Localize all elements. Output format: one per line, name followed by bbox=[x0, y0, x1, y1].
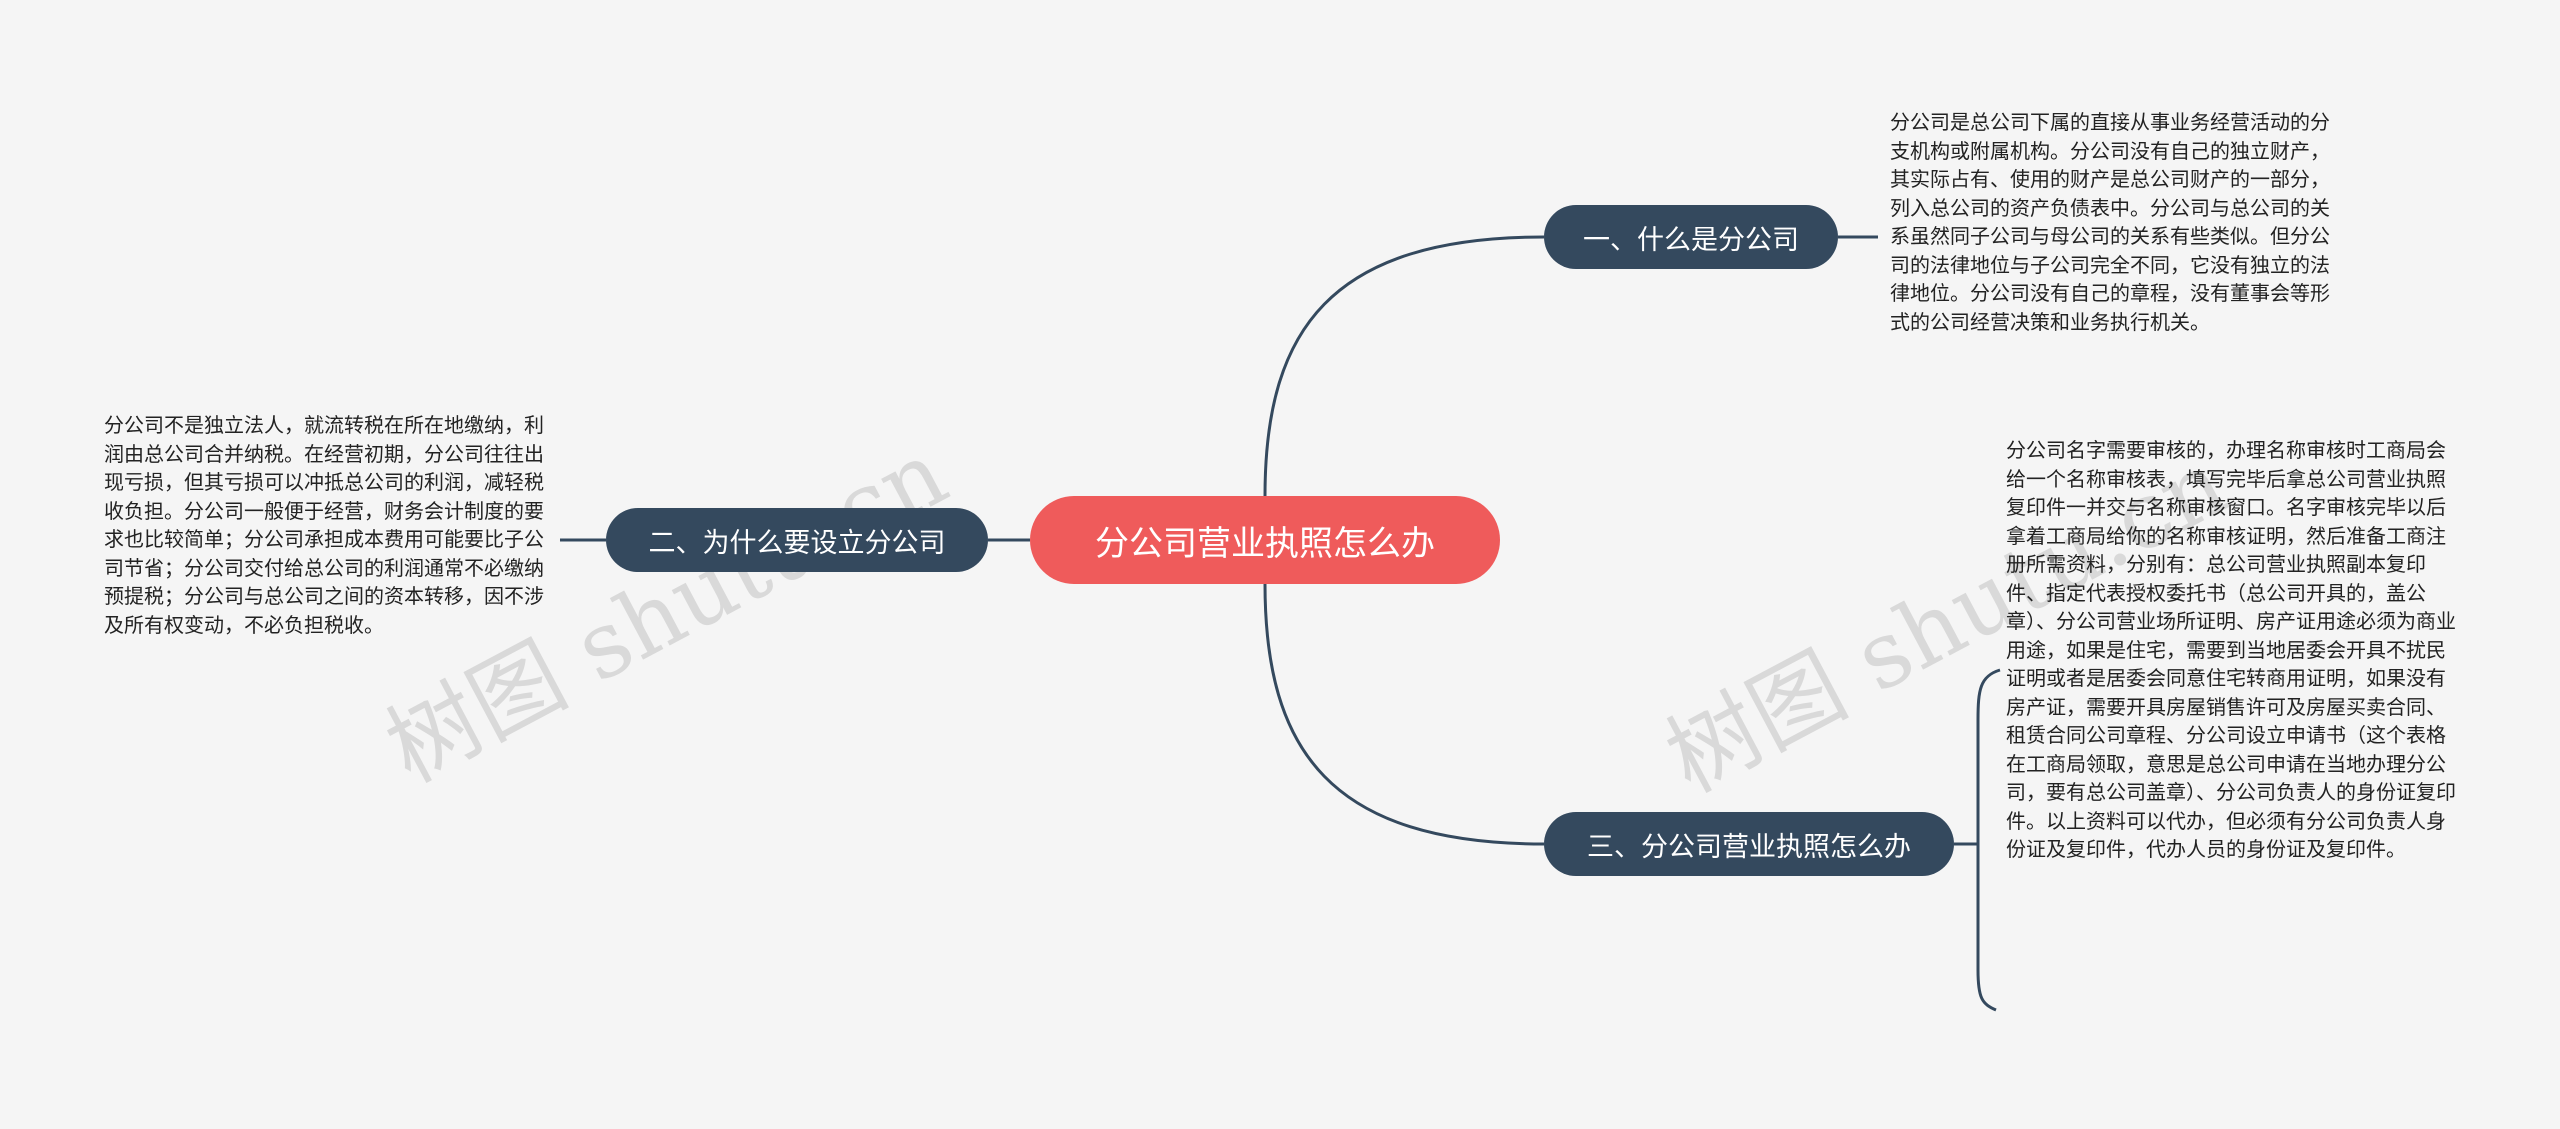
branch-node-why-establish[interactable]: 二、为什么要设立分公司 bbox=[606, 508, 988, 572]
connector-root-branch-3 bbox=[1263, 583, 1545, 846]
leaf-text-how-to-license: 分公司名字需要审核的，办理名称审核时工商局会给一个名称审核表，填写完毕后拿总公司… bbox=[2006, 438, 2456, 861]
root-node[interactable]: 分公司营业执照怎么办 bbox=[1030, 496, 1500, 584]
branch-node-how-to-license[interactable]: 三、分公司营业执照怎么办 bbox=[1544, 812, 1954, 876]
connector-root-branch-1 bbox=[1263, 235, 1545, 497]
leaf-3-bracket bbox=[1976, 668, 2001, 1012]
branch-node-what-is-branch[interactable]: 一、什么是分公司 bbox=[1544, 205, 1838, 269]
leaf-text-why-establish: 分公司不是独立法人，就流转税在所在地缴纳，利润由总公司合并纳税。在经营初期，分公… bbox=[104, 413, 544, 637]
leaf-text-what-is-branch: 分公司是总公司下属的直接从事业务经营活动的分支机构或附属机构。分公司没有自己的独… bbox=[1890, 110, 2330, 334]
